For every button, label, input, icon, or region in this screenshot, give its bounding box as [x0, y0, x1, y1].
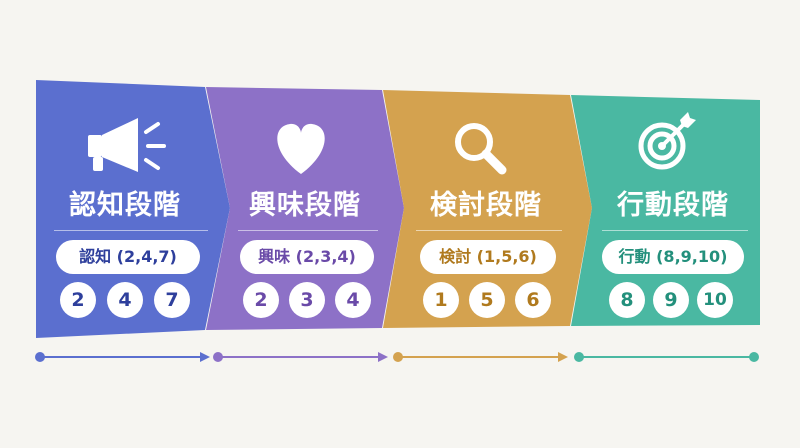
stage-4-number-2: 9	[653, 282, 689, 318]
stage-2-pill: 興味 (2,3,4)	[240, 240, 374, 274]
stage-4-number-3: 10	[697, 282, 733, 318]
stage-2-title: 興味段階	[249, 190, 361, 221]
target-icon	[638, 112, 696, 170]
stage-2-arrow	[213, 352, 388, 362]
stage-1-number-1: 2	[60, 282, 96, 318]
stage-4-pill: 行動 (8,9,10)	[602, 240, 744, 274]
stage-4-arrow	[574, 352, 759, 362]
stage-4-number-1: 8	[609, 282, 645, 318]
stage-3-number-1: 1	[423, 282, 459, 318]
stage-2-number-2: 3	[289, 282, 325, 318]
stage-4-divider	[602, 230, 748, 231]
stage-3-divider	[416, 230, 562, 231]
stage-3-number-3: 6	[515, 282, 551, 318]
magnifier-icon	[455, 123, 507, 175]
stage-1-number-2: 4	[107, 282, 143, 318]
stage-1-number-3: 7	[154, 282, 190, 318]
stage-1-title: 認知段階	[69, 190, 181, 221]
stage-3-number-2: 5	[469, 282, 505, 318]
stage-2-divider	[238, 230, 378, 231]
stage-2-number-3: 4	[335, 282, 371, 318]
stage-3-pill: 検討 (1,5,6)	[420, 240, 556, 274]
megaphone-icon	[88, 118, 166, 172]
stage-1-arrow	[35, 352, 210, 362]
stage-2-number-1: 2	[243, 282, 279, 318]
stage-1-divider	[54, 230, 208, 231]
heart-icon	[277, 123, 325, 174]
stage-1-pill: 認知 (2,4,7)	[56, 240, 200, 274]
stage-4-title: 行動段階	[617, 190, 729, 221]
stage-3-arrow	[393, 352, 568, 362]
stage-3-title: 検討段階	[430, 190, 542, 221]
